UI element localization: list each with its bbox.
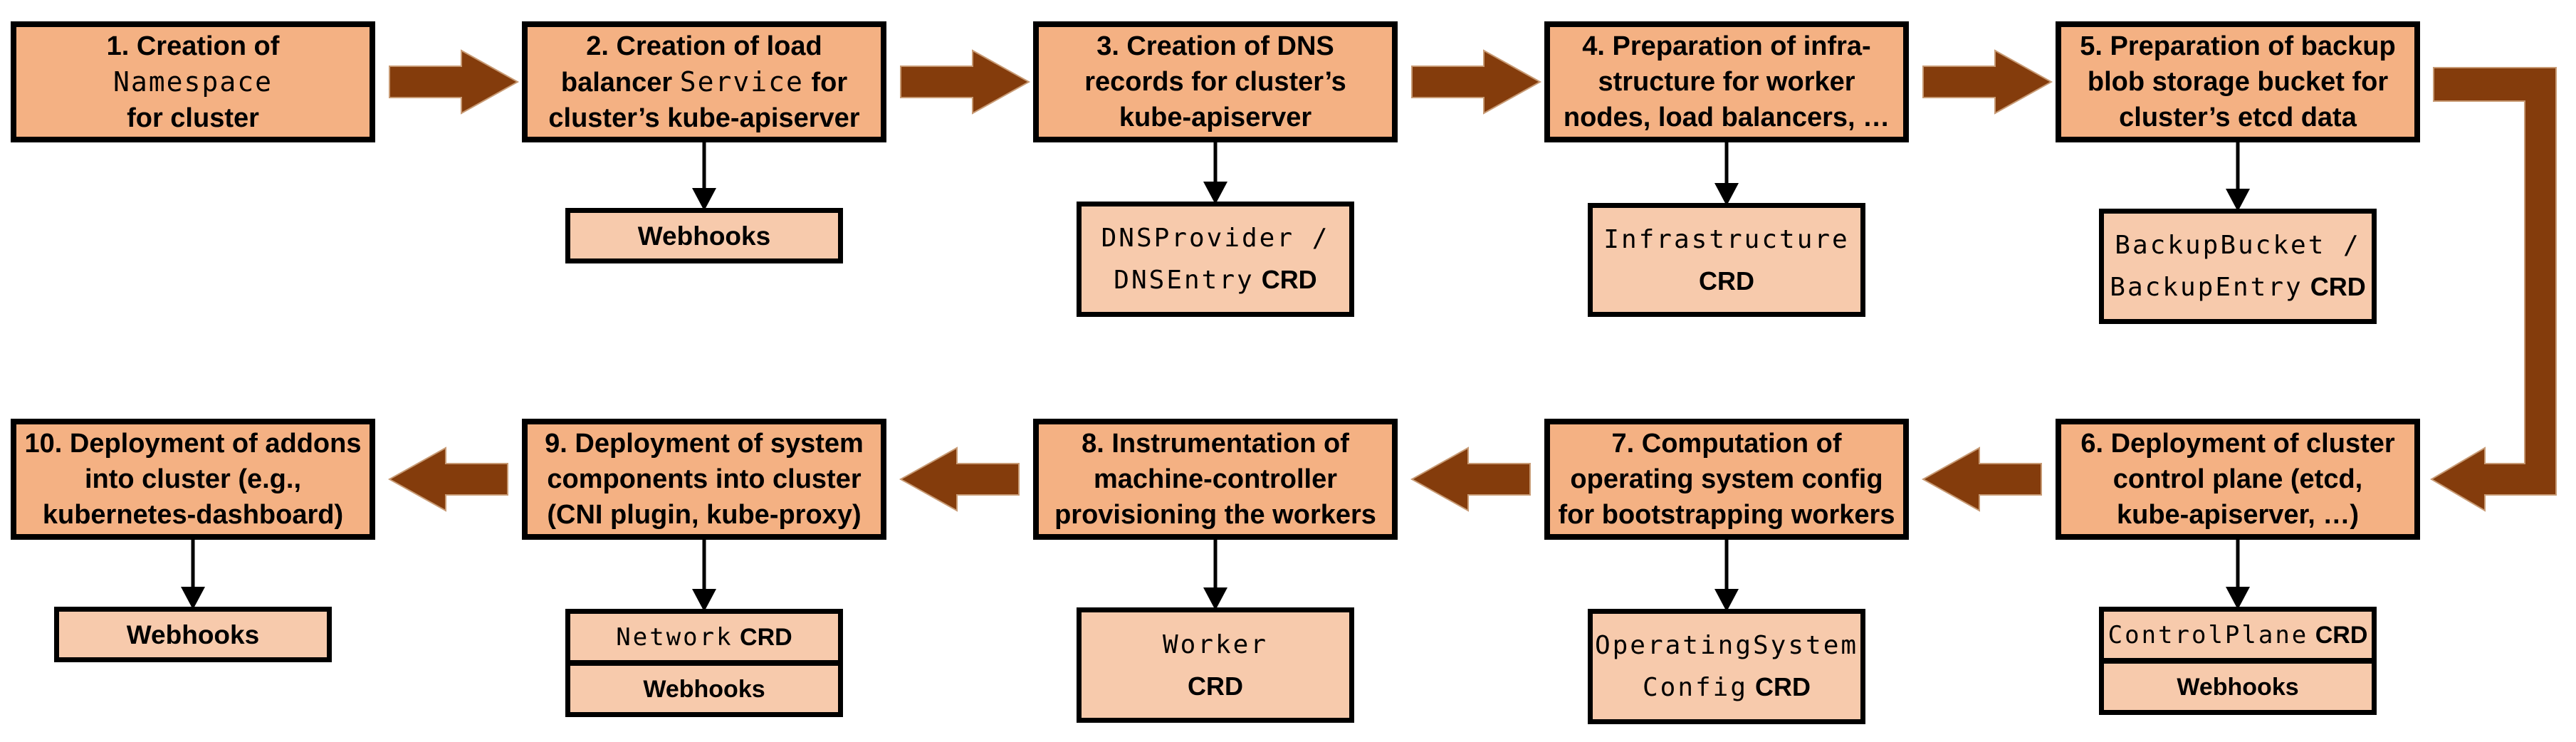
- connector-step8-worker-crd-head: [1203, 587, 1227, 610]
- step-box-4: 4. Preparation of infra-structure for wo…: [1544, 21, 1909, 142]
- connector-step10-webhooks-head: [181, 587, 205, 610]
- backup-crd-box: BackupBucket /BackupEntry CRD: [2099, 209, 2377, 324]
- connector-step6-controlplane-crd-head: [2226, 587, 2250, 610]
- connector-step5-backup-crd-head: [2226, 189, 2250, 211]
- controlplane-webhooks-stack: ControlPlane CRD Webhooks: [2099, 607, 2377, 715]
- flow-arrow-step8-step9: [899, 446, 1020, 512]
- elbow-arrow-step5-step6: [2430, 67, 2557, 512]
- connector-step9-network-crd-head: [692, 589, 716, 612]
- flow-arrow-step3-step4: [1411, 49, 1542, 115]
- controlplane-crd-box: ControlPlane CRD: [2108, 620, 2368, 649]
- network-crd-box: Network CRD: [616, 622, 792, 652]
- flow-arrow-step4-step5: [1922, 49, 2053, 115]
- webhooks-box-step2: Webhooks: [565, 208, 843, 263]
- connector-step3-dns-crd-head: [1203, 182, 1227, 204]
- webhooks-box-step10: Webhooks: [54, 607, 332, 662]
- webhooks-box-step6: Webhooks: [2104, 658, 2372, 710]
- network-webhooks-stack: Network CRD Webhooks: [565, 609, 843, 717]
- flow-arrow-step7-step8: [1410, 446, 1531, 512]
- flow-arrow-step6-step7: [1921, 446, 2042, 512]
- dns-crd-box: DNSProvider /DNSEntry CRD: [1077, 202, 1354, 317]
- connector-step2-webhooks-head: [692, 188, 716, 211]
- connector-step4-infrastructure-crd-head: [1714, 183, 1739, 206]
- flow-arrow-step2-step3: [900, 49, 1031, 115]
- webhooks-box-step9: Webhooks: [570, 660, 838, 712]
- flow-arrow-step9-step10: [387, 446, 508, 512]
- connector-step7-osc-crd-head: [1714, 589, 1739, 612]
- flow-arrow-step1-step2: [389, 49, 520, 115]
